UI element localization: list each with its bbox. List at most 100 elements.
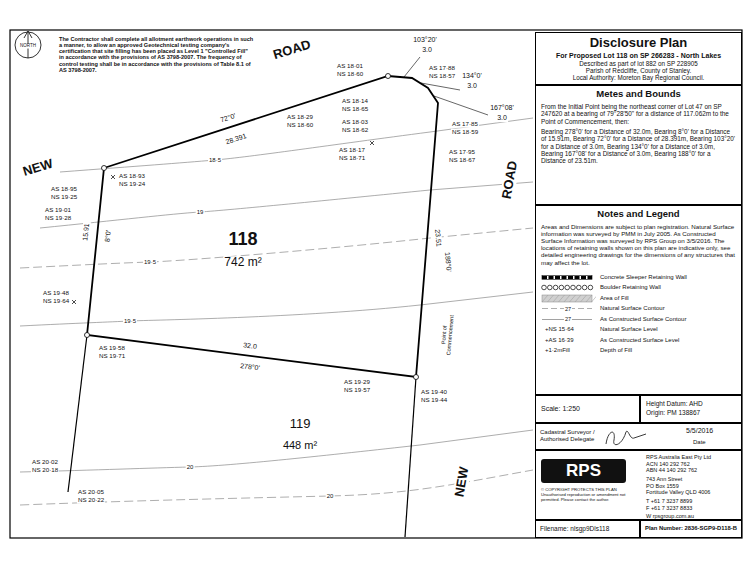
plan-number-box: Plan Number: 2836-SGP9-D118-B	[640, 520, 742, 538]
boulder-wall-sample	[582, 285, 587, 290]
boulder-wall-sample	[577, 285, 582, 290]
level-label: AS 20·05	[77, 489, 105, 496]
node-text: ABN 44 140 292 762	[646, 467, 697, 473]
node-text: Origin: PM 138867	[646, 409, 736, 416]
legend-sample	[540, 294, 596, 303]
level-label: AS 18·01	[336, 63, 364, 70]
level-label: NS 19·25	[50, 194, 78, 201]
fill-area-sample	[542, 295, 592, 302]
legend-text: Concrete Sleeper Retaining Wall	[600, 273, 687, 282]
plan-frame	[10, 30, 742, 538]
node-text: Parish of Redcliffe, County of Stanley.	[540, 67, 737, 74]
level-label: NS 19·28	[44, 215, 72, 222]
level-point	[370, 141, 374, 145]
node-text: Described as part of lot 882 on SP 22890…	[540, 60, 737, 67]
level-label: AS 19·40	[420, 389, 448, 396]
node-text: Scale: 1:250	[541, 405, 634, 413]
as-constructed-contour	[20, 292, 533, 326]
datum-box: Height Datum: AHD Origin: PM 138867	[640, 395, 742, 423]
level-label: AS 18·14	[341, 98, 369, 105]
bearing-distance: 8°0'	[103, 229, 112, 244]
bearing-distance: 278°0'	[239, 362, 261, 372]
level-label: NS 18·67	[448, 157, 476, 164]
boulder-wall-sample	[553, 285, 558, 290]
level-label: NS 18·60	[286, 122, 314, 129]
level-label: AS 18·29	[286, 114, 314, 121]
earthwork-note: The Contractor shall complete all allotm…	[58, 36, 255, 73]
contour-label: 19·5	[123, 318, 137, 325]
fill-area-hatch	[564, 295, 570, 302]
legend-sample-text: +1·2mFill	[544, 347, 571, 354]
title-box: Disclosure PlanFor Proposed Lot 118 on S…	[535, 32, 742, 85]
lot-number: 118	[227, 230, 258, 250]
level-label: AS 19·48	[42, 290, 70, 297]
as-constructed-contour	[40, 182, 533, 228]
legend-sample-text: 27	[564, 316, 572, 322]
legend-text: Depth of Fill	[600, 346, 632, 355]
fill-area-hatch	[542, 295, 548, 302]
level-label: NS 18·57	[428, 73, 456, 80]
leader-line	[404, 57, 420, 77]
leader-line	[421, 83, 460, 90]
bearing-distance: 28.391	[224, 132, 249, 147]
fill-area-hatch	[575, 295, 581, 302]
survey-mark	[386, 74, 391, 79]
company-box: RPS Australia East Pty LtdACN 140 292 76…	[535, 450, 742, 520]
node-text: Height Datum: AHD	[646, 400, 736, 407]
north-label: NORTH	[19, 44, 37, 49]
node-heading: Metes and Bounds	[541, 89, 736, 100]
commencement-label: Point of Commencement	[439, 309, 456, 362]
lot-119-boundary	[405, 377, 416, 537]
level-label: AS 17·85	[451, 121, 479, 128]
fill-area-hatch	[586, 295, 592, 302]
bearing-distance: 32.0	[242, 341, 258, 351]
road-name: ROAD	[271, 37, 314, 62]
level-label: AS 18·03	[341, 119, 369, 126]
node-text: F +61 7 3237 8833	[646, 505, 692, 511]
level-label: AS 19·29	[343, 379, 371, 386]
metes-bounds-box: Metes and BoundsFrom the Initial Point b…	[535, 85, 742, 205]
node-text: © COPYRIGHT PROTECTS THIS PLAN Unauthori…	[541, 488, 633, 502]
node-text: Fortitude Valley QLD 4006	[646, 489, 710, 495]
level-label: NS 20·22	[77, 497, 105, 504]
node-text: Local Authority: Moreton Bay Regional Co…	[540, 74, 737, 81]
node-text: Date	[693, 439, 706, 446]
level-label: NS 18·59	[451, 129, 479, 136]
road-name: ROAD	[499, 159, 520, 201]
level-label: AS 19·58	[98, 345, 126, 352]
bearing-distance: 15.91	[81, 222, 91, 242]
node-text: 743 Ann Street	[646, 476, 682, 482]
bearing-distance: 3.0	[421, 46, 433, 54]
contour-label: 19·5	[143, 259, 157, 266]
level-label: NS 18·71	[338, 155, 366, 162]
fill-area-hatch	[592, 295, 597, 302]
survey-mark	[414, 375, 419, 380]
node-text: Filename: nlsgp9Dls118	[540, 525, 635, 532]
bearing-distance: 188°0'	[443, 251, 453, 273]
survey-mark	[102, 166, 107, 171]
boulder-wall-sample	[542, 285, 547, 290]
road-name: NEW	[452, 465, 472, 499]
contour-label: 20	[186, 464, 195, 471]
boulder-wall-sample	[548, 285, 553, 290]
fill-area-hatch	[559, 295, 565, 302]
legend-text: Natural Surface Contour	[600, 304, 665, 313]
road-name: NEW	[20, 156, 55, 179]
bearing-distance: 167°08'	[489, 104, 515, 112]
fill-area-hatch	[548, 295, 554, 302]
node-text: 5/5/2016	[686, 427, 713, 435]
surveyor-box: Cadastral Surveyor / Authorised Delegate…	[535, 423, 742, 450]
boulder-wall-sample	[559, 285, 564, 290]
level-label: NS 18·62	[341, 127, 369, 134]
legend-sample-text: 27	[564, 306, 572, 312]
legend-text: As Constructed Surface Contour	[600, 315, 686, 324]
lot-118-boundary	[87, 76, 438, 377]
north-arrow	[15, 32, 41, 58]
level-label: AS 18·95	[50, 186, 78, 193]
level-label: AS 19·01	[44, 207, 72, 214]
signature	[606, 431, 646, 445]
level-label: NS 18·60	[336, 71, 364, 78]
survey-mark	[85, 333, 90, 338]
level-label: AS 17·88	[428, 65, 456, 72]
legend-sample	[540, 283, 596, 292]
